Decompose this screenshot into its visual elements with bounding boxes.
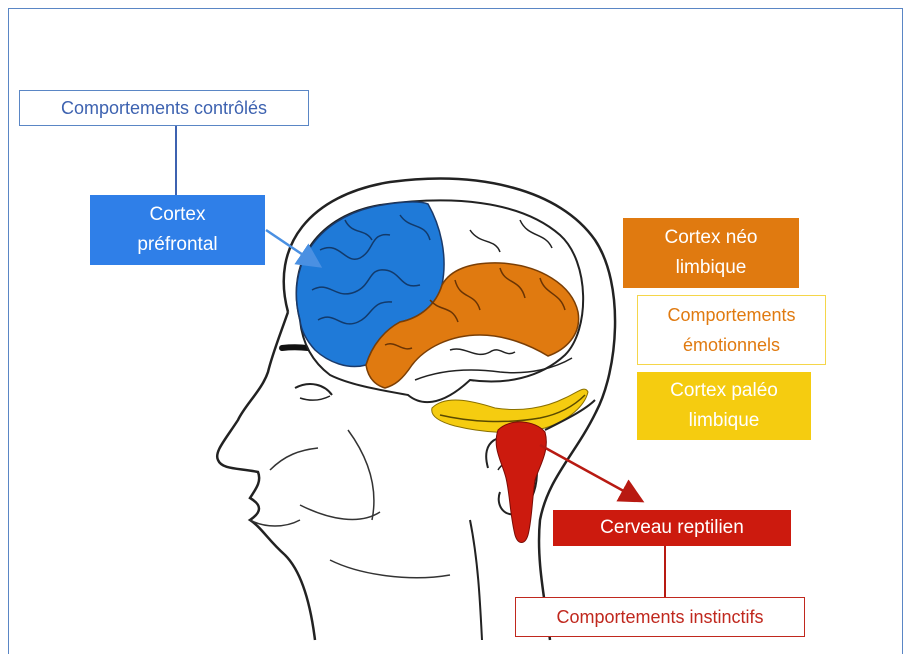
instinctive-behaviors-label: Comportements instinctifs [515,597,805,637]
reptilian-brain-label: Cerveau reptilien [553,510,791,546]
prefrontal-cortex-label: Cortex préfrontal [90,195,265,265]
neo-limbic-cortex-label: Cortex néo limbique [623,218,799,288]
emotional-behaviors-label: Comportements émotionnels [637,295,826,365]
controlled-behaviors-label: Comportements contrôlés [19,90,309,126]
face-profile [217,312,315,640]
paleo-limbic-cortex-label: Cortex paléo limbique [637,372,811,440]
arrow-reptilian [540,445,640,500]
eye [295,384,332,395]
